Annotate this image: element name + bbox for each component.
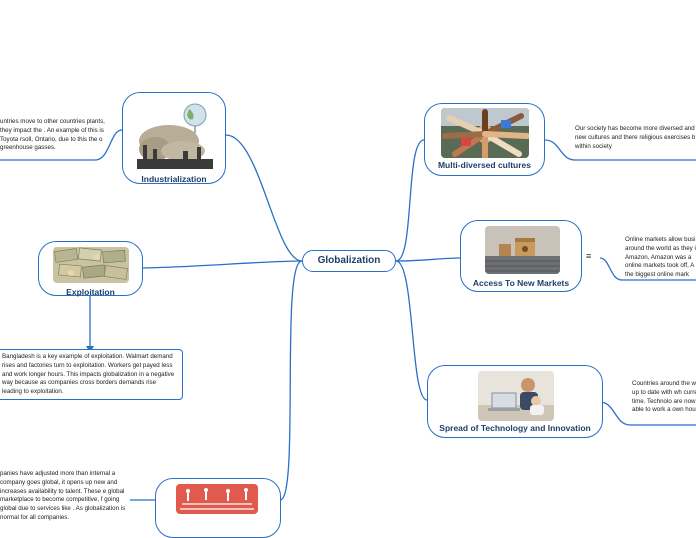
money-pile-image: [53, 247, 129, 283]
topic-label: Multi-diversed cultures: [437, 160, 532, 170]
central-topic-label: Globalization: [317, 255, 381, 266]
topic-going-global[interactable]: [155, 478, 281, 538]
central-topic[interactable]: Globalization: [302, 250, 396, 272]
note-multi-diversed-cultures: Our society has become more diversed and…: [575, 125, 696, 150]
online-shopping-image: [485, 226, 560, 274]
topic-label: Access To New Markets: [472, 278, 570, 288]
note-access-to-new-markets: Online markets allow busi around the wor…: [625, 236, 696, 279]
note-industrialization: untries move to other countries plants, …: [0, 118, 105, 152]
topic-access-to-new-markets[interactable]: Access To New Markets: [460, 220, 582, 292]
connector-lines: [0, 129, 696, 501]
topic-label: Spread of Technology and Innovation: [439, 423, 591, 433]
note-spread-of-technology: Countries around the w are up to date wi…: [632, 380, 696, 414]
topic-multi-diversed-cultures[interactable]: Multi-diversed cultures: [424, 103, 545, 176]
topic-label: Industrialization: [141, 174, 207, 184]
note-exploitation: Bangladesh is a key example of exploitat…: [0, 349, 183, 400]
note-going-global: panies have adjusted more than internal …: [0, 470, 126, 521]
pollution-globe-image: [135, 99, 215, 171]
hamburger-menu-icon[interactable]: ≡: [586, 251, 592, 261]
hands-circle-image: [441, 108, 529, 158]
mind-map-canvas: Globalization: [0, 92, 696, 538]
topic-label: Exploitation: [66, 287, 115, 297]
topic-industrialization[interactable]: Industrialization: [122, 92, 226, 184]
family-laptop-image: [478, 371, 554, 421]
topic-spread-of-technology[interactable]: Spread of Technology and Innovation: [427, 365, 603, 438]
topic-exploitation[interactable]: Exploitation: [38, 241, 143, 297]
runners-image: [176, 484, 258, 514]
